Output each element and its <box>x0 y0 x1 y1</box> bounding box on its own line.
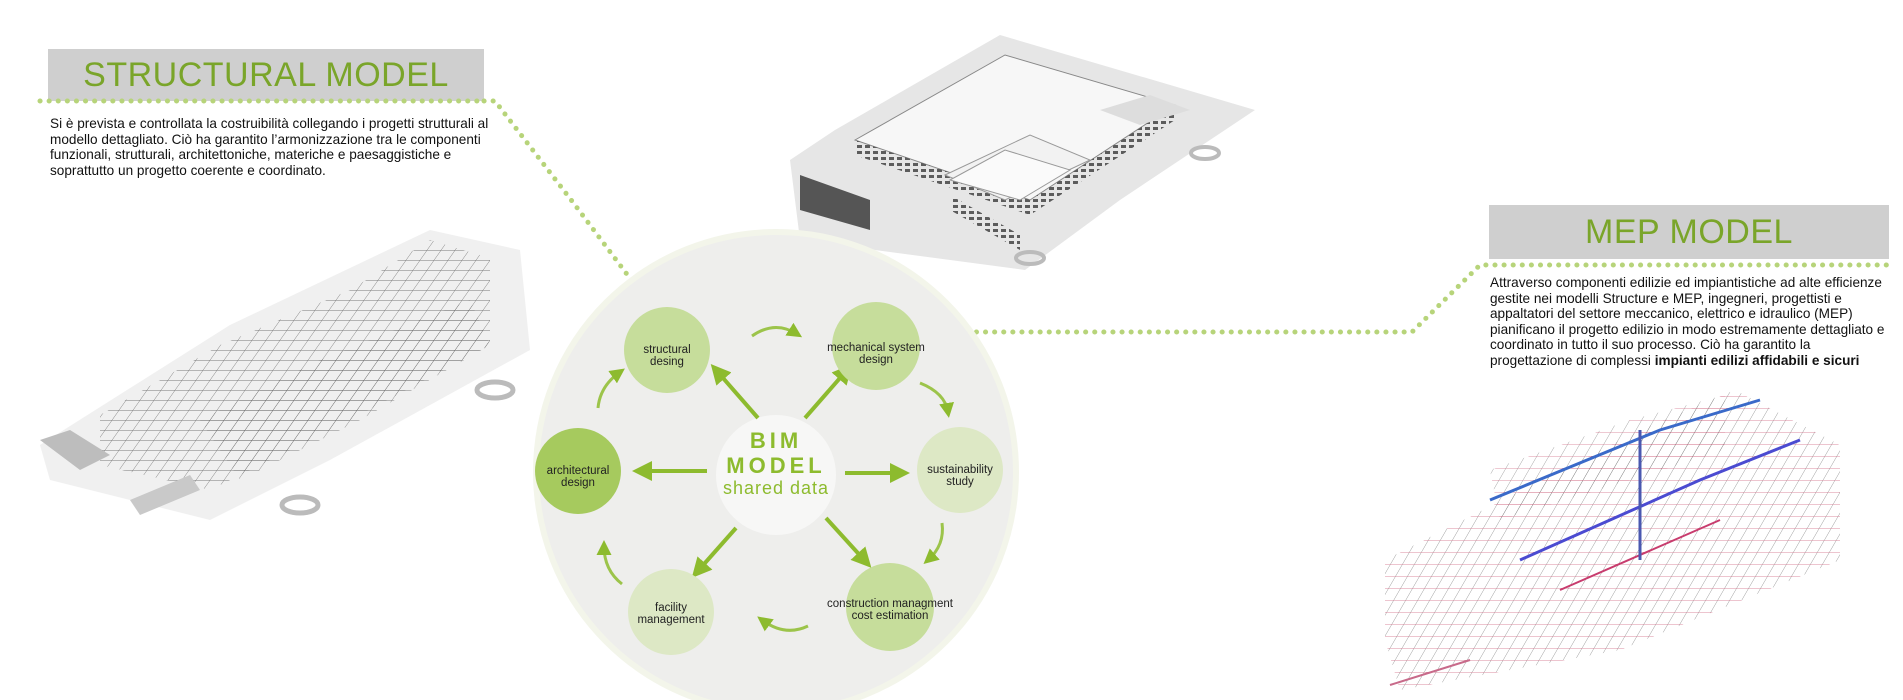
arrow-to-mechanical <box>803 363 853 420</box>
node-sustainability-line1: sustainability <box>927 464 993 476</box>
dotted-connector-mep <box>937 262 1892 335</box>
node-mechanical-line2: design <box>859 354 893 366</box>
mep-model-description: Attraverso componenti edilizie ed impian… <box>1490 275 1890 369</box>
arrow-to-construction <box>824 516 872 568</box>
bim-label-line2: MODEL <box>726 453 825 478</box>
node-construction-line2: cost estimation <box>852 610 929 622</box>
cycle-arrow-2 <box>919 381 954 418</box>
bim-label-line3: shared data <box>723 478 829 498</box>
node-mechanical-line1: mechanical system <box>827 342 925 354</box>
node-facility-line2: management <box>637 614 705 626</box>
cycle-arrow-3 <box>923 522 944 564</box>
node-sustainability-study: sustainability study <box>917 427 1003 513</box>
node-structural-design: structural desing <box>624 307 710 393</box>
cycle-arrow-6 <box>596 368 625 409</box>
mep-model-description-text: Attraverso componenti edilizie ed impian… <box>1490 275 1885 368</box>
node-construction-line1: construction managment <box>827 598 954 610</box>
node-structural-line1: structural <box>643 344 690 356</box>
cycle-arrow-5 <box>596 540 623 586</box>
arrow-to-facility <box>691 526 738 578</box>
dotted-connector-structural <box>37 98 653 308</box>
mep-model-title: MEP MODEL <box>1489 205 1889 259</box>
mep-model-title-text: MEP MODEL <box>1585 212 1793 251</box>
cycle-arrows <box>596 322 954 632</box>
node-architectural-design: architectural design <box>535 428 621 514</box>
structural-model-illustration <box>40 230 530 520</box>
architectural-model-illustration <box>790 35 1255 270</box>
mep-model-description-bold: impianti edilizi affidabili e sicuri <box>1654 352 1860 368</box>
cycle-arrow-4 <box>757 616 809 632</box>
structural-model-title-text: STRUCTURAL MODEL <box>83 55 449 94</box>
node-mechanical-system-design: mechanical system design <box>827 302 925 390</box>
bim-center-circle <box>716 415 836 535</box>
node-architectural-line1: architectural <box>547 465 610 477</box>
structural-model-description: Si è prevista e controllata la costruibi… <box>50 116 489 178</box>
node-architectural-line2: design <box>561 477 595 489</box>
node-structural-line2: desing <box>650 356 684 368</box>
node-facility-line1: facility <box>655 602 687 614</box>
cycle-arrow-1 <box>751 322 803 338</box>
radial-arrows <box>632 363 910 578</box>
node-construction-managment: construction managment cost estimation <box>827 563 954 651</box>
bim-label-line1: BIM <box>750 428 802 453</box>
structural-model-title: STRUCTURAL MODEL <box>48 49 484 101</box>
arrow-to-structural <box>710 363 760 420</box>
node-facility-management: facility management <box>628 569 714 655</box>
mep-model-illustration <box>1385 390 1840 690</box>
node-sustainability-line2: study <box>946 476 974 488</box>
